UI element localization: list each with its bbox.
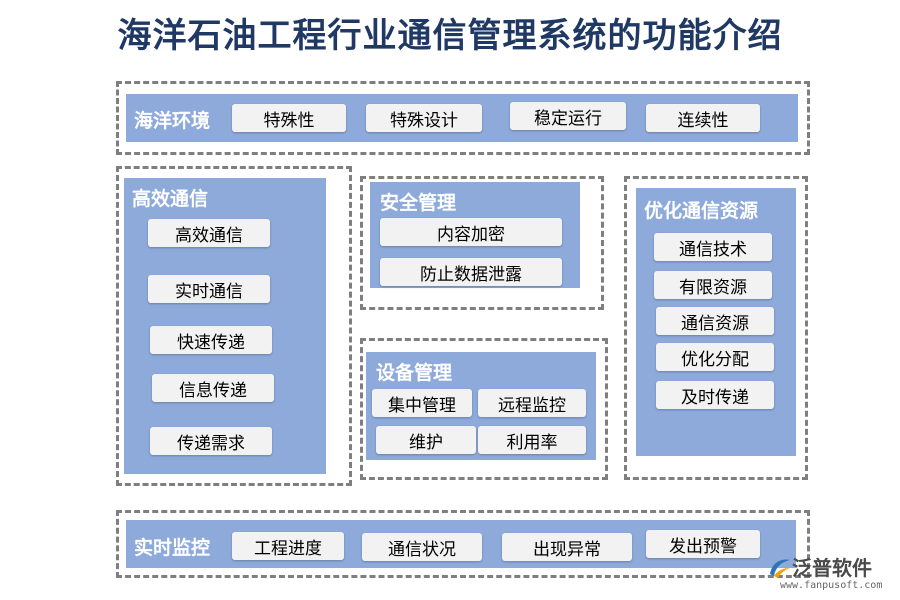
efficient-comm-item: 高效通信	[148, 219, 270, 247]
efficient-comm-item: 快速传递	[150, 326, 272, 354]
security-item: 防止数据泄露	[380, 258, 562, 286]
equipment-item: 利用率	[478, 426, 586, 454]
equipment-item: 维护	[376, 426, 476, 454]
equipment-item: 远程监控	[478, 389, 586, 417]
security-group	[360, 176, 604, 310]
optimize-item: 通信技术	[654, 233, 772, 261]
efficient-comm-item: 实时通信	[148, 275, 270, 303]
ocean-env-item: 稳定运行	[510, 102, 626, 130]
equipment-group	[360, 338, 608, 480]
ocean-env-item: 连续性	[646, 104, 760, 132]
equipment-item: 集中管理	[372, 389, 472, 417]
optimize-title: 优化通信资源	[644, 200, 759, 222]
optimize-item: 有限资源	[654, 271, 772, 299]
ocean-env-group	[116, 81, 810, 155]
fanpu-logo-icon	[770, 559, 790, 578]
monitor-item: 出现异常	[502, 533, 632, 561]
optimize-group	[624, 176, 808, 480]
optimize-item: 通信资源	[656, 307, 774, 335]
monitor-item: 发出预警	[646, 530, 760, 558]
logo-url: www.fanpusoft.com	[780, 580, 883, 591]
fanpu-logo: 泛普软件 www.fanpusoft.com	[766, 552, 894, 596]
ocean-env-title: 海洋环境	[134, 110, 211, 132]
page-title: 海洋石油工程行业通信管理系统的功能介绍	[117, 16, 783, 56]
ocean-env-item: 特殊设计	[366, 104, 482, 132]
monitor-item: 通信状况	[362, 533, 482, 561]
monitor-item: 工程进度	[232, 532, 344, 560]
monitor-title: 实时监控	[134, 537, 211, 559]
efficient-comm-item: 信息传递	[152, 374, 274, 402]
optimize-item: 及时传递	[656, 381, 774, 409]
security-item: 内容加密	[380, 218, 562, 246]
efficient-comm-title: 高效通信	[132, 188, 209, 210]
optimize-item: 优化分配	[656, 343, 774, 371]
monitor-group	[116, 510, 810, 578]
equipment-title: 设备管理	[376, 362, 453, 384]
efficient-comm-item: 传递需求	[150, 427, 272, 455]
security-title: 安全管理	[380, 192, 457, 214]
efficient-comm-group	[116, 166, 352, 486]
logo-name: 泛普软件	[792, 556, 872, 580]
ocean-env-item: 特殊性	[232, 104, 346, 132]
